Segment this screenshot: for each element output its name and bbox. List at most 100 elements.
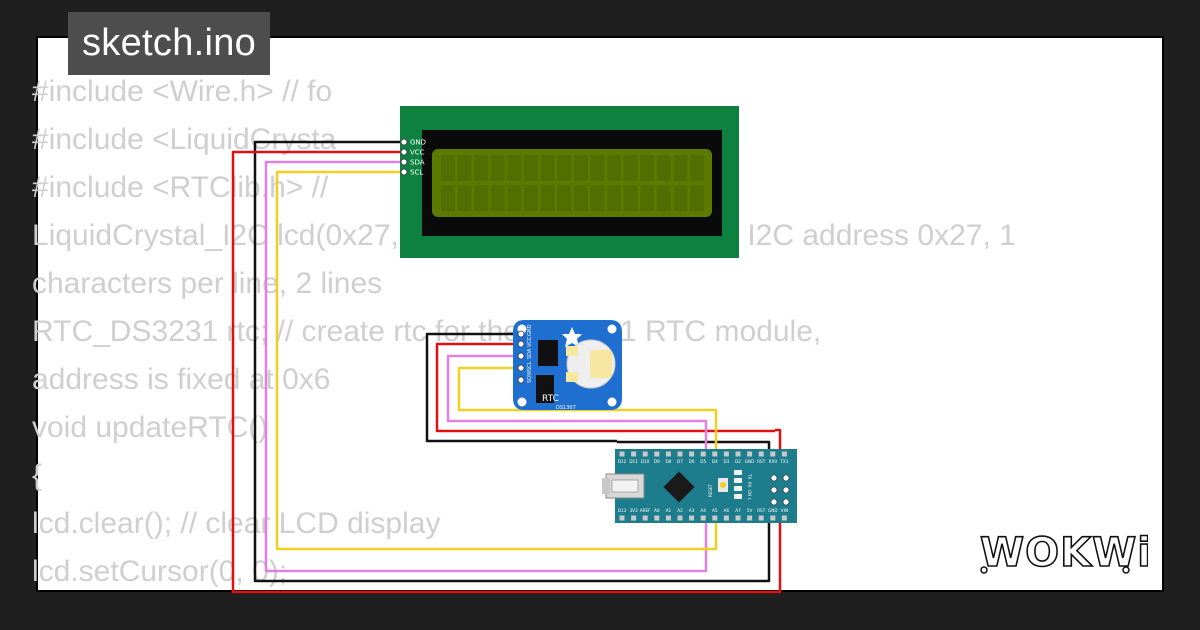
lcd-cell <box>557 185 572 211</box>
nano-pin-label: D9 <box>654 459 660 464</box>
nano-pin[interactable] <box>654 451 660 457</box>
led-rx: RX <box>747 482 752 488</box>
lcd-cell <box>490 185 505 211</box>
lcd-cell <box>457 185 472 211</box>
lcd-cell <box>623 185 638 211</box>
nano-pin[interactable] <box>677 515 683 521</box>
nano-pin[interactable] <box>631 515 637 521</box>
wire-yellow-rtc <box>457 366 718 522</box>
nano-pin[interactable] <box>642 515 648 521</box>
nano-pin[interactable] <box>689 515 695 521</box>
lcd-cell <box>640 155 655 181</box>
nano-pin[interactable] <box>781 515 787 521</box>
code-line: #include <LiquidCrysta <box>32 123 337 156</box>
lcd-cell <box>540 155 555 181</box>
nano-pin-label: D10 <box>641 459 650 464</box>
nano-pin[interactable] <box>665 451 671 457</box>
nano-pin[interactable] <box>747 451 753 457</box>
nano-pin[interactable] <box>723 451 729 457</box>
code-line: #include <RTClib.h> // <box>32 171 329 204</box>
code-line: void updateRTC() <box>32 411 269 444</box>
wire-yellow-lcd <box>275 170 718 551</box>
lcd-cell <box>690 155 704 181</box>
nano-pin-label: RX0 <box>769 459 778 464</box>
wire-red-rtc <box>435 342 775 433</box>
code-line: lcd.setCursor(0, 0); <box>32 555 288 588</box>
nano-pin[interactable] <box>700 451 706 457</box>
lcd-cell <box>590 185 605 211</box>
nano-pin[interactable] <box>712 451 718 457</box>
wire-yellow[interactable] <box>275 170 718 551</box>
nano-pin-label: D3 <box>723 459 729 464</box>
nano-pin-label: VIN <box>781 508 788 513</box>
nano-pin[interactable] <box>665 515 671 521</box>
nano-pin[interactable] <box>758 515 764 521</box>
lcd-pin-sda: SDA <box>410 159 425 167</box>
nano-pin-label: A0 <box>654 508 660 513</box>
lcd-cell <box>673 185 688 211</box>
nano-pin-label: D2 <box>735 459 741 464</box>
wire-red[interactable] <box>231 150 782 594</box>
nano-pin[interactable] <box>631 451 637 457</box>
lcd-pin-header: GND VCC SDA SCL <box>400 139 426 177</box>
code-line: { <box>32 459 43 492</box>
rtc-crystal-icon <box>536 375 554 403</box>
nano-pin-label: D8 <box>665 459 671 464</box>
nano-pin[interactable] <box>677 451 683 457</box>
nano-pin-label: D12 <box>618 459 627 464</box>
nano-pin[interactable] <box>654 515 660 521</box>
led-tx: TX <box>747 473 752 479</box>
rtc-pin-sda: SDA <box>527 348 533 359</box>
nano-pin[interactable] <box>747 515 753 521</box>
rtc-module[interactable]: GND VCC SDA SCL SQW RTC DS1307 <box>513 320 622 411</box>
nano-pin[interactable] <box>770 515 776 521</box>
lcd-cell <box>690 185 704 211</box>
nano-pin-label: D11 <box>629 459 638 464</box>
code-line: characters per line, 2 lines <box>32 267 383 300</box>
nano-pin-label: A2 <box>677 508 683 513</box>
nano-pin[interactable] <box>619 451 625 457</box>
rtc-pin-vcc: VCC <box>527 336 533 347</box>
lcd-cell <box>673 155 688 181</box>
nano-pin-label: D5 <box>700 459 706 464</box>
wokwi-logo[interactable]: WOKWi <box>978 526 1148 578</box>
nano-pin[interactable] <box>770 451 776 457</box>
nano-pin[interactable] <box>781 451 787 457</box>
reset-label: RESET <box>708 484 713 497</box>
lcd-module[interactable]: GND VCC SDA SCL <box>400 106 739 258</box>
nano-pin-label: D6 <box>689 459 695 464</box>
wire-black-lcd <box>253 140 771 583</box>
nano-pin[interactable] <box>619 515 625 521</box>
rtc-pin-sqw: SQW <box>527 371 533 383</box>
lcd-cell <box>457 155 472 181</box>
lcd-cell <box>623 155 638 181</box>
icsp-header <box>770 474 790 506</box>
lcd-cell <box>474 155 489 181</box>
wire-black[interactable] <box>253 140 771 583</box>
nano-pin[interactable] <box>700 515 706 521</box>
nano-pin[interactable] <box>758 451 764 457</box>
nano-pin[interactable] <box>712 515 718 521</box>
nano-pin[interactable] <box>723 515 729 521</box>
nano-pin[interactable] <box>689 451 695 457</box>
nano-pin[interactable] <box>735 451 741 457</box>
lcd-cell <box>441 155 455 181</box>
nano-pin-label: A7 <box>735 508 741 513</box>
lcd-cell <box>573 155 588 181</box>
lcd-cell <box>640 185 655 211</box>
lcd-cell <box>507 155 522 181</box>
nano-pin-label: A5 <box>712 508 718 513</box>
nano-pin-label: RST <box>757 508 766 513</box>
lcd-cell <box>524 185 538 211</box>
lcd-cell <box>441 185 455 211</box>
file-tab[interactable]: sketch.ino <box>68 12 271 75</box>
lcd-cell <box>607 155 621 181</box>
nano-pin[interactable] <box>642 451 648 457</box>
nano-pin[interactable] <box>735 515 741 521</box>
wire-black-rtc <box>425 332 617 443</box>
lcd-pin-gnd: GND <box>410 139 426 147</box>
nano-pin-label: D13 <box>618 508 627 513</box>
rtc-pin-gnd: GND <box>527 324 533 336</box>
